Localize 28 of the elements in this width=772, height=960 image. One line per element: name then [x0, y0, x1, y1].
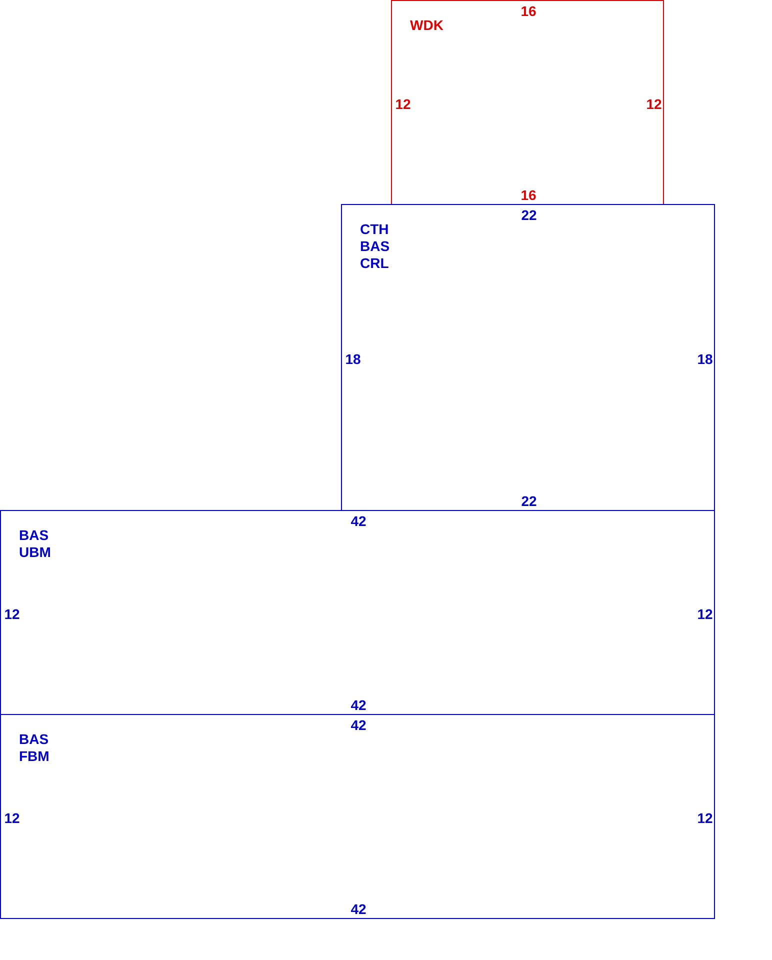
- dimension-label: 12: [697, 810, 713, 826]
- room-code: BAS: [360, 238, 390, 255]
- room-code: CRL: [360, 255, 389, 272]
- room-code: CTH: [360, 221, 389, 238]
- dimension-label: 16: [520, 187, 536, 203]
- dimension-label: 12: [4, 606, 20, 622]
- dimension-label: 42: [350, 697, 366, 713]
- dimension-label: 12: [395, 96, 411, 112]
- dimension-label: 42: [350, 513, 366, 529]
- dimension-label: 18: [697, 350, 713, 366]
- dimension-label: 12: [646, 96, 662, 112]
- room-code: UBM: [19, 544, 51, 561]
- dimension-label: 18: [345, 350, 361, 366]
- room-outline: [391, 0, 664, 205]
- dimension-label: 42: [350, 717, 366, 733]
- room-outline: [341, 204, 715, 511]
- room-outline: [0, 510, 715, 715]
- dimension-label: 22: [521, 493, 537, 509]
- room-code: WDK: [410, 17, 444, 34]
- room-code: BAS: [19, 731, 49, 748]
- dimension-label: 12: [697, 606, 713, 622]
- room-code: FBM: [19, 748, 50, 765]
- dimension-label: 22: [521, 207, 537, 223]
- room-outline: [0, 714, 715, 919]
- dimension-label: 42: [350, 901, 366, 917]
- room-code: BAS: [19, 527, 49, 544]
- dimension-label: 12: [4, 810, 20, 826]
- dimension-label: 16: [520, 3, 536, 19]
